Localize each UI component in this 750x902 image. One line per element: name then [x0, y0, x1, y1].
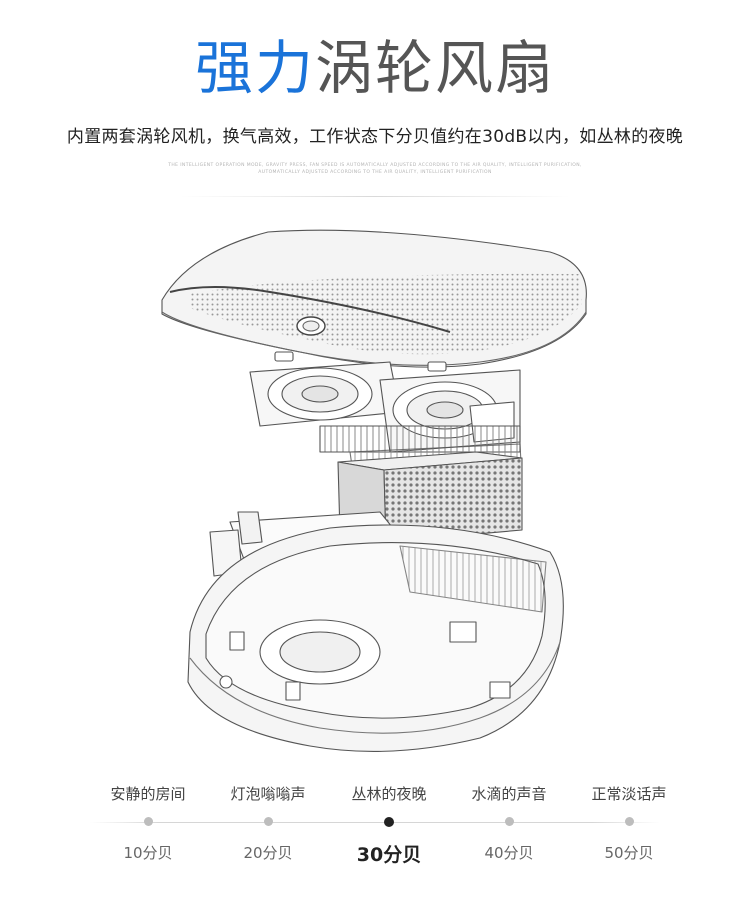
noise-stop-value: 10分贝: [123, 844, 173, 862]
noise-stop-value: 40分贝: [484, 844, 534, 862]
scale-line: [90, 822, 660, 823]
fine-print: THE INTELLIGENT OPERATION MODE, GRAVITY …: [0, 162, 750, 176]
noise-stop-label: 安静的房间: [110, 785, 186, 803]
noise-stop-label: 丛林的夜晚: [351, 785, 427, 803]
page-title: 强力涡轮风扇: [0, 28, 750, 108]
fine-print-line-2: AUTOMATICALLY ADJUSTED ACCORDING TO THE …: [258, 170, 492, 175]
title-highlight: 强力: [194, 34, 315, 102]
noise-stop-label: 灯泡嗡嗡声: [230, 785, 306, 803]
scale-dot: [504, 817, 514, 826]
scale-dot: [263, 817, 273, 826]
fine-print-line-1: THE INTELLIGENT OPERATION MODE, GRAVITY …: [168, 163, 582, 168]
base-shell: [187, 524, 564, 752]
noise-stop: 丛林的夜晚 30分贝: [329, 780, 449, 867]
subtitle: 内置两套涡轮风机，换气高效，工作状态下分贝值约在30dB以内，如丛林的夜晚: [66, 127, 684, 147]
header-divider: [180, 196, 570, 197]
noise-stop-label: 水滴的声音: [471, 785, 547, 803]
noise-stop: 正常淡话声 50分贝: [569, 780, 689, 863]
exploded-device-illustration: [161, 229, 587, 752]
noise-stop: 水滴的声音 40分贝: [449, 780, 569, 863]
scale-dot: [624, 817, 634, 826]
scale-dot: [143, 817, 153, 826]
noise-stop-label: 正常淡话声: [591, 785, 667, 803]
noise-scale: 安静的房间 10分贝 灯泡嗡嗡声 20分贝 丛林的夜晚 30分贝 水滴的声音 40分贝 正常淡话…: [0, 780, 750, 890]
active-dot: [384, 817, 394, 827]
noise-stop-value: 50分贝: [604, 844, 654, 862]
top-cover: [161, 229, 587, 372]
noise-stop: 安静的房间 10分贝: [88, 780, 208, 863]
title-rest: 涡轮风扇: [315, 34, 556, 102]
noise-stop-value: 30分贝: [356, 844, 422, 866]
noise-stop-value: 20分贝: [243, 844, 293, 862]
noise-stop: 灯泡嗡嗡声 20分贝: [208, 780, 328, 863]
